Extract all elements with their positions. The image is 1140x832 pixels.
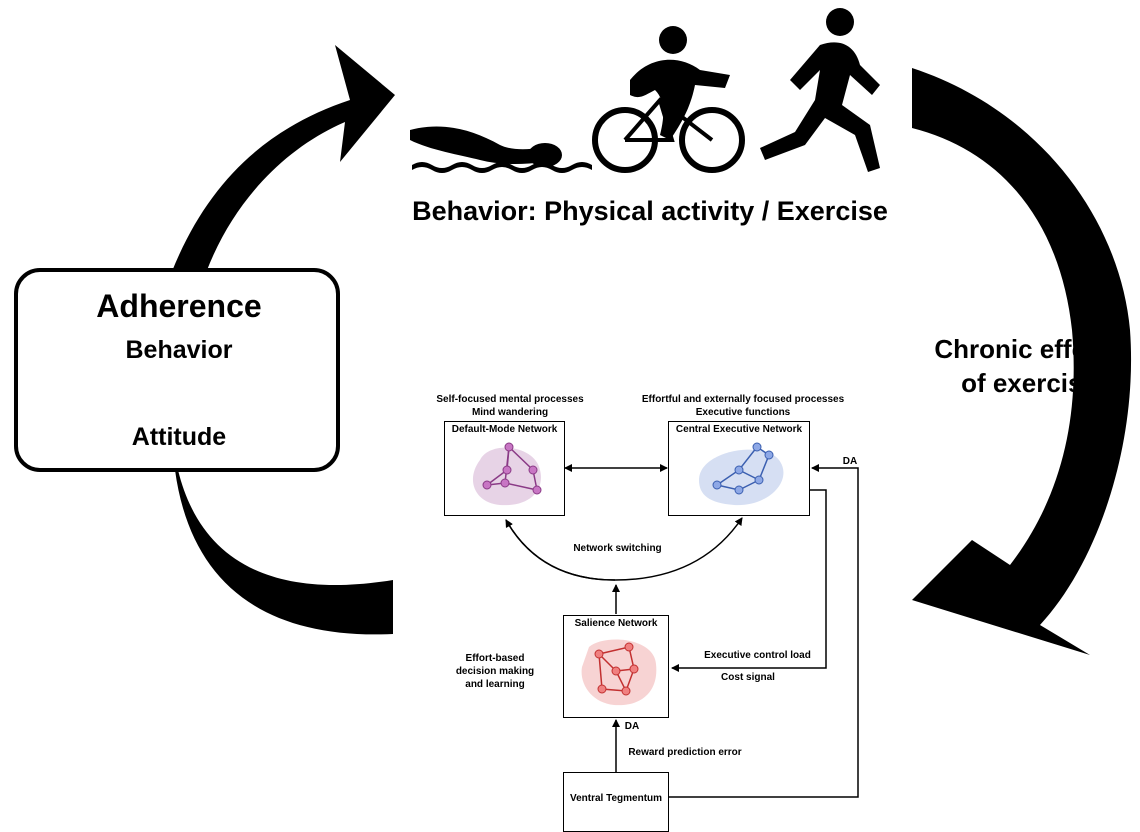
cycle-arrow-right bbox=[912, 68, 1132, 655]
reward-prediction-error-label: Reward prediction error bbox=[628, 747, 742, 758]
arrow-vta-to-cen bbox=[668, 464, 859, 798]
cyclist-icon bbox=[592, 26, 745, 173]
swimmer-icon bbox=[410, 126, 592, 173]
adherence-title: Adherence bbox=[96, 288, 262, 324]
cen-caption-line-2: Executive functions bbox=[695, 407, 791, 418]
salience-caption: Effort-based decision making and learnin… bbox=[440, 652, 550, 691]
chronic-effects-label: Chronic effects of exercise bbox=[918, 332, 1140, 400]
dmn-label: Default-Mode Network bbox=[451, 424, 558, 435]
salience-caption-line-2: decision making bbox=[455, 666, 535, 677]
salience-network-box: Salience Network bbox=[563, 615, 669, 718]
salience-network-icon bbox=[581, 639, 657, 706]
adherence-attitude-label: Attitude bbox=[131, 423, 227, 451]
vta-label: Ventral Tegmentum bbox=[569, 793, 663, 804]
chronic-line-1: Chronic effects bbox=[934, 334, 1124, 364]
cen-caption-line-1: Effortful and externally focused process… bbox=[641, 394, 845, 405]
da-cen-label: DA bbox=[842, 456, 858, 467]
cen-caption: Effortful and externally focused process… bbox=[628, 393, 858, 419]
network-switching-label: Network switching bbox=[573, 543, 662, 554]
dmn-network-icon bbox=[472, 442, 542, 506]
central-executive-network-box: Central Executive Network bbox=[668, 421, 810, 516]
cycle-arrow-lower-left bbox=[175, 470, 393, 635]
arrow-cen-to-salience bbox=[671, 489, 827, 672]
cycle-arrow-upper-left bbox=[165, 45, 395, 290]
salience-label: Salience Network bbox=[574, 618, 658, 629]
dmn-caption-line-2: Mind wandering bbox=[471, 407, 549, 418]
dmn-caption-line-1: Self-focused mental processes bbox=[436, 394, 584, 405]
chronic-line-2: of exercise bbox=[961, 368, 1097, 398]
ventral-tegmentum-box: Ventral Tegmentum bbox=[563, 772, 669, 832]
default-mode-network-box: Default-Mode Network bbox=[444, 421, 565, 516]
behavior-title: Behavior: Physical activity / Exercise bbox=[412, 196, 888, 226]
adherence-box bbox=[14, 268, 340, 472]
cen-network-icon bbox=[699, 442, 784, 506]
runner-icon bbox=[760, 8, 880, 172]
executive-control-load-label: Executive control load bbox=[704, 650, 811, 661]
da-salience-label: DA bbox=[624, 721, 640, 732]
adherence-behavior-label: Behavior bbox=[125, 336, 233, 364]
dmn-caption: Self-focused mental processes Mind wande… bbox=[415, 393, 605, 419]
salience-caption-line-3: and learning bbox=[465, 679, 525, 690]
cen-label: Central Executive Network bbox=[675, 424, 803, 435]
cost-signal-label: Cost signal bbox=[721, 672, 775, 683]
salience-caption-line-1: Effort-based bbox=[465, 653, 525, 664]
